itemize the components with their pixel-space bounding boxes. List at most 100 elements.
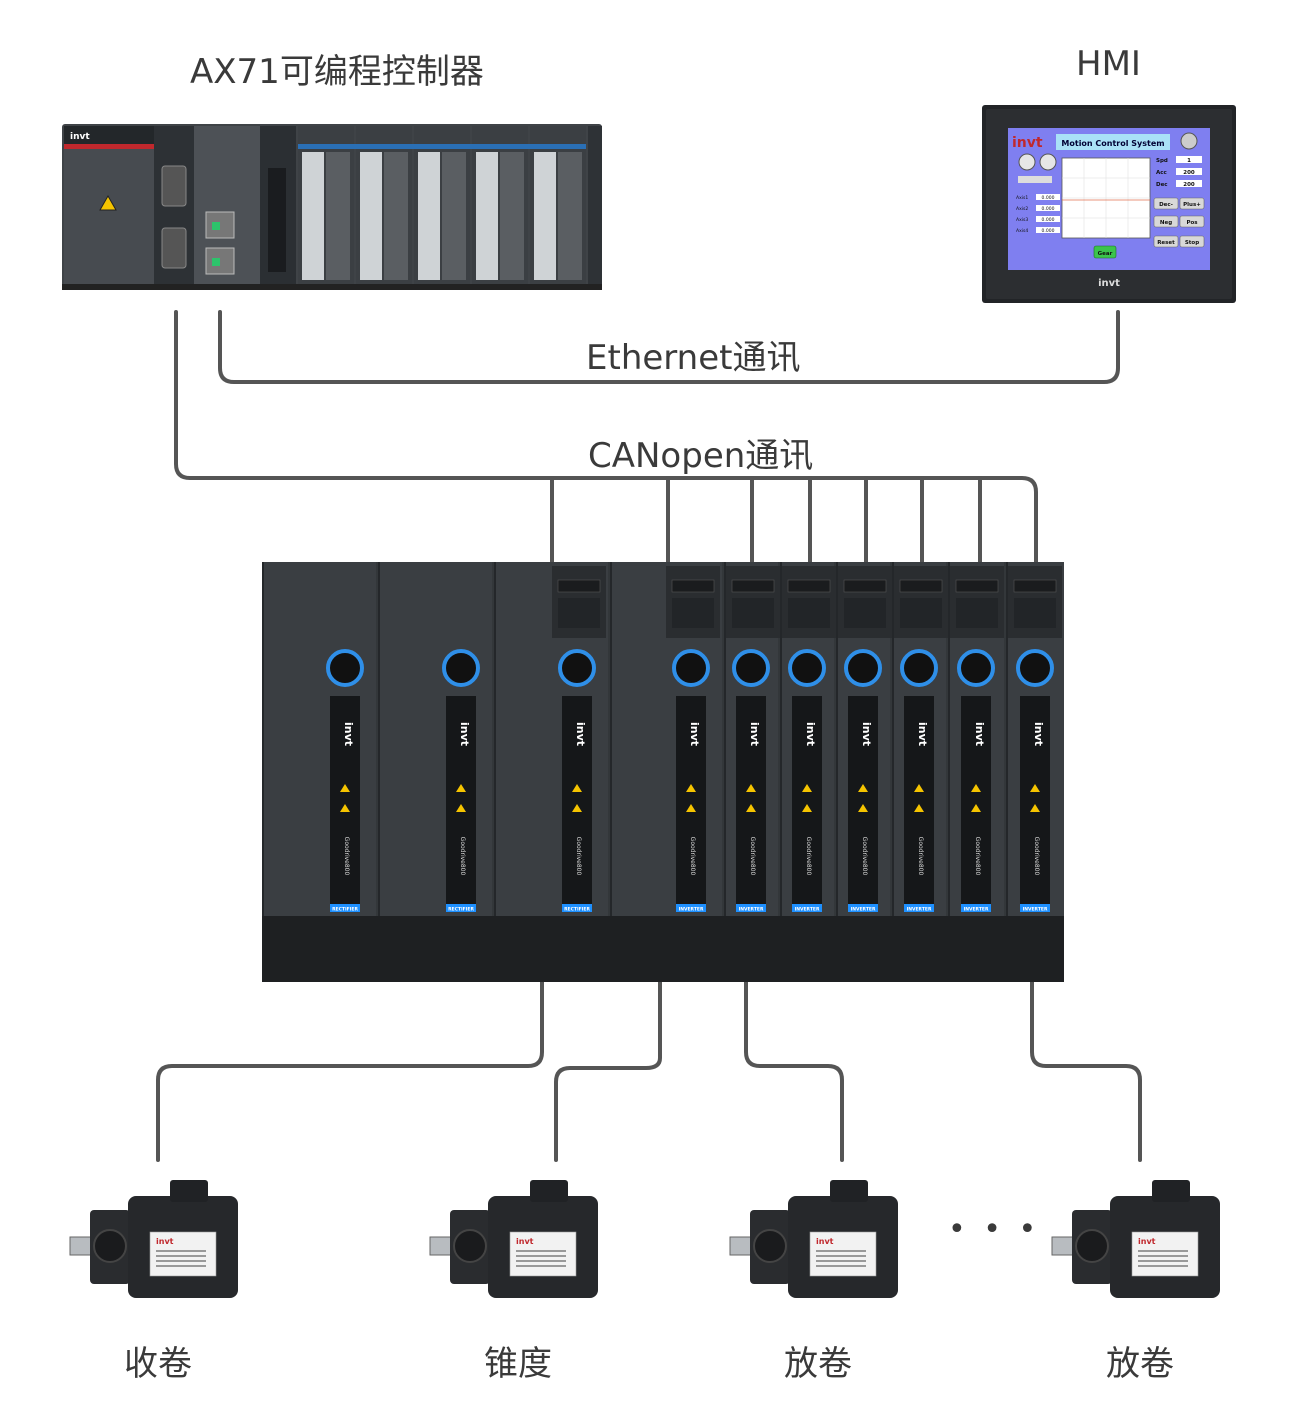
connection-lines (156, 310, 1142, 1162)
hmi-axis-name: Axis4 (1016, 228, 1028, 234)
warning-icon (572, 784, 582, 792)
drive-module-type: INVERTER (739, 907, 764, 913)
drive-model-text: Goodrive800 (459, 837, 466, 876)
warning-icon (456, 804, 466, 812)
motor-label: 放卷 (1106, 1344, 1174, 1384)
warning-icon (802, 804, 812, 812)
motor-cable-3 (744, 978, 844, 1162)
hmi-param-value: 200 (1183, 182, 1195, 188)
status-ring-icon (442, 649, 480, 687)
warning-icon (858, 804, 868, 812)
servo-motors: invt invt invt invt (69, 1180, 1220, 1298)
drive-model-text: Goodrive800 (689, 837, 696, 876)
warning-icon (1030, 784, 1040, 792)
motor-label: 收卷 (124, 1344, 192, 1384)
status-ring-icon (788, 649, 826, 687)
motor-cable-4 (1030, 978, 1142, 1162)
drive-model-text: Goodrive800 (974, 837, 981, 876)
hmi-brand-logo: invt (1012, 135, 1043, 151)
hmi-bezel-logo: invt (1098, 278, 1120, 289)
hmi-axis-name: Axis2 (1016, 206, 1028, 212)
warning-icon (971, 804, 981, 812)
status-ring-icon (672, 649, 710, 687)
hmi-axis-name: Axis1 (1016, 195, 1028, 201)
hmi-button: Dec- (1159, 202, 1173, 208)
motor-nameplate (149, 1231, 217, 1277)
controller-label: AX71可编程控制器 (190, 52, 484, 92)
motor-brand-logo: invt (1138, 1237, 1156, 1246)
warning-icon (971, 784, 981, 792)
plc-controller: invt (62, 124, 602, 290)
hmi-param-name: Spd (1156, 158, 1168, 164)
warning-icon (686, 804, 696, 812)
plc-io-modules (298, 126, 602, 286)
warning-icon (914, 784, 924, 792)
drive-module-type: INVERTER (851, 907, 876, 913)
drive-module-type: INVERTER (795, 907, 820, 913)
hmi-axis-value: 0.000 (1042, 217, 1055, 223)
hmi-gauge-icon (1039, 153, 1057, 171)
ethernet-label: Ethernet通讯 (586, 338, 801, 378)
plc-brand-logo: invt (70, 132, 90, 142)
hmi-button: Gear (1098, 251, 1113, 257)
hmi-param-name: Acc (1156, 170, 1167, 176)
ethernet-line (218, 310, 1120, 384)
status-ring-icon (844, 649, 882, 687)
drive-module-type: RECTIFIER (564, 907, 590, 913)
motor-nameplate (809, 1231, 877, 1277)
ellipsis: • • • (948, 1212, 1041, 1247)
motor-label: 放卷 (784, 1344, 852, 1384)
warning-icon (99, 194, 117, 211)
motor-cable-1 (156, 978, 544, 1162)
drive-brand-logo: invt (688, 722, 701, 746)
hmi-button: Plus+ (1183, 202, 1201, 208)
servo-motor: invt (1051, 1180, 1220, 1298)
hmi-button: Neg (1160, 220, 1172, 226)
warning-icon (858, 784, 868, 792)
warning-icon (914, 804, 924, 812)
warning-icon (340, 784, 350, 792)
drive-brand-logo: invt (1032, 722, 1045, 746)
drive-brand-logo: invt (973, 722, 986, 746)
canopen-bus-line (174, 310, 1038, 570)
hmi-param-value: 200 (1183, 170, 1195, 176)
hmi-button: Pos (1186, 220, 1198, 226)
hmi-screen-title: Motion Control System (1061, 139, 1164, 148)
hmi-gauge-icon (1018, 153, 1036, 171)
drive-module-type: INVERTER (679, 907, 704, 913)
drive-model-text: Goodrive800 (749, 837, 756, 876)
drive-brand-logo: invt (342, 722, 355, 746)
drive-module-type: INVERTER (1023, 907, 1048, 913)
motor-brand-logo: invt (516, 1237, 534, 1246)
drive-brand-logo: invt (458, 722, 471, 746)
warning-icon (746, 804, 756, 812)
drive-brand-logo: invt (916, 722, 929, 746)
motor-cable-2 (554, 978, 662, 1162)
drive-module-type: INVERTER (964, 907, 989, 913)
drive-module-type: RECTIFIER (448, 907, 474, 913)
drive-model-text: Goodrive800 (861, 837, 868, 876)
hmi-param-value: 1 (1187, 158, 1191, 164)
warning-icon (802, 784, 812, 792)
warning-icon (686, 784, 696, 792)
motor-brand-logo: invt (156, 1237, 174, 1246)
motor-nameplate (509, 1231, 577, 1277)
drive-brand-logo: invt (748, 722, 761, 746)
hmi-axis-value: 0.000 (1042, 195, 1055, 201)
motor-label: 锥度 (484, 1344, 552, 1384)
warning-icon (456, 784, 466, 792)
hmi-button: Stop (1185, 240, 1199, 246)
servo-motor: invt (729, 1180, 898, 1298)
hmi-axis-name: Axis3 (1016, 217, 1028, 223)
status-ring-icon (558, 649, 596, 687)
